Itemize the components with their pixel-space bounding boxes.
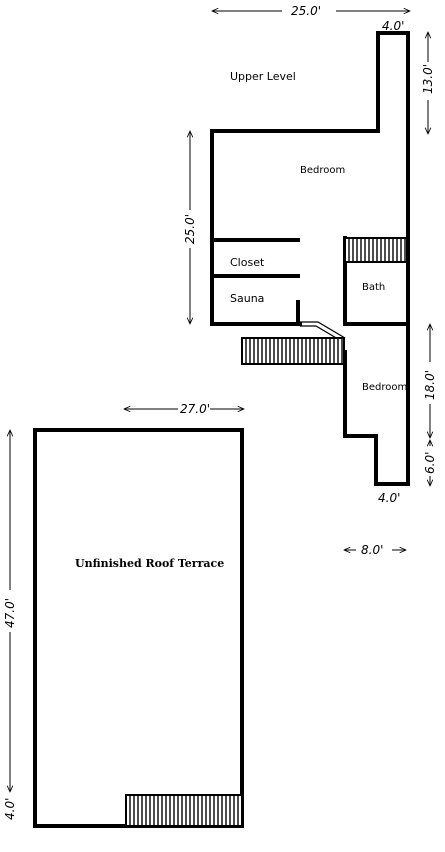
dimension-upper-bottom-small: 4.0' [378, 491, 400, 505]
dimension-upper-right-upper-label: 13.0' [421, 64, 435, 94]
dimension-upper-top-width-label: 25.0' [291, 4, 321, 18]
dimension-terrace-width-label: 27.0' [180, 402, 210, 416]
upper-level-plan: Upper Level Bedroom Closet Sauna Bath Be… [183, 4, 437, 557]
room-label-bedroom-top: Bedroom [300, 165, 345, 176]
dimension-upper-bottom-width-label: 8.0' [361, 543, 383, 557]
dimension-upper-left-height: 25.0' [183, 131, 197, 324]
upper-level-title: Upper Level [230, 70, 296, 83]
dimension-terrace-stair-depth-label: 4.0' [3, 798, 17, 820]
upper-stair-bath [344, 237, 408, 263]
dimension-terrace-stair-depth: 4.0' [3, 798, 17, 820]
dimension-upper-left-height-label: 25.0' [183, 214, 197, 244]
room-label-closet: Closet [230, 256, 265, 269]
room-label-bath: Bath [362, 282, 385, 293]
roof-terrace-title: Unfinished Roof Terrace [75, 557, 224, 570]
dimension-upper-right-bottom-label: 6.0' [423, 452, 437, 474]
roof-terrace-plan: Unfinished Roof Terrace 27.0' 47.0' 4.0' [3, 402, 244, 828]
roof-terrace-stair [125, 794, 243, 827]
dimension-upper-right-lower-label: 18.0' [423, 370, 437, 400]
dimension-upper-top-width: 25.0' [212, 4, 410, 18]
dimension-upper-top-right: 4.0' [382, 19, 404, 33]
dimension-terrace-width: 27.0' [124, 402, 244, 416]
roof-terrace-outline [33, 428, 244, 828]
dimension-upper-bottom-width: 8.0' [344, 543, 406, 557]
dimension-upper-right-lower: 18.0' [423, 324, 437, 438]
room-label-sauna: Sauna [230, 292, 264, 305]
dimension-upper-right-bottom: 6.0' [423, 440, 437, 486]
dimension-upper-right-upper: 13.0' [421, 32, 435, 134]
dimension-terrace-height-label: 47.0' [3, 598, 17, 628]
room-label-bedroom-bottom: Bedroom [362, 382, 407, 393]
dimension-terrace-height: 47.0' [3, 430, 17, 792]
upper-stair-landing [241, 337, 345, 365]
